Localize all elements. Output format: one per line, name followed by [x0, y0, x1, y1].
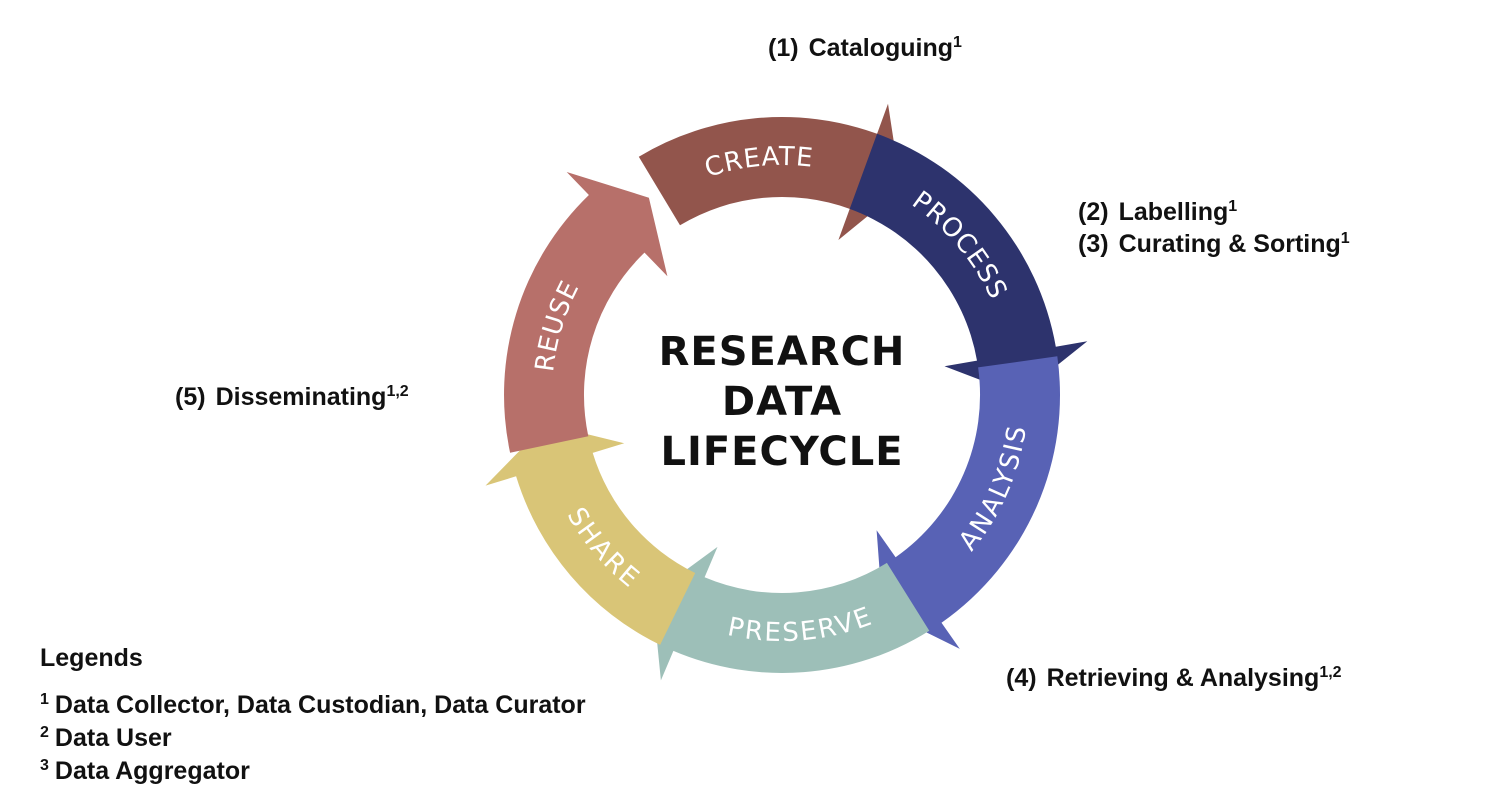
center-title-line-2: DATA [722, 379, 842, 425]
legend-text: Data User [54, 724, 172, 752]
legend-title: Legends [40, 644, 143, 672]
step-role-ref: 1 [953, 34, 962, 51]
step-retrieving-analysing: (4) Retrieving & Analysing1,2 [1006, 664, 1342, 693]
legend: Legends 1 Data Collector, Data Custodian,… [40, 644, 586, 788]
step-number: (2) [1078, 198, 1109, 226]
step-text: Disseminating [215, 383, 387, 411]
step-number: (3) [1078, 230, 1109, 258]
step-cataloguing: (1) Cataloguing1 [768, 34, 962, 63]
step-disseminating: (5) Disseminating1,2 [175, 383, 409, 412]
arrow-preserve [652, 546, 930, 681]
legend-ref: 1 [40, 691, 49, 708]
center-title-line-1: RESEARCH [659, 329, 906, 375]
arrow-reuse [504, 172, 668, 453]
legend-item-data-aggregator: 3 Data Aggregator [40, 755, 586, 788]
step-role-ref: 1,2 [1319, 664, 1342, 681]
arrow-process [849, 133, 1088, 396]
legend-text: Data Aggregator [54, 757, 250, 785]
step-role-ref: 1 [1340, 230, 1350, 247]
arrow-share [485, 424, 696, 645]
step-labelling: (2) Labelling1 [1078, 198, 1237, 227]
step-role-ref: 1 [1228, 198, 1238, 215]
legend-item-data-user: 2 Data User [40, 722, 586, 755]
step-text: Labelling [1118, 198, 1229, 226]
legend-ref: 2 [40, 724, 49, 741]
step-number: (5) [175, 383, 206, 411]
step-text: Retrieving & Analysing [1046, 664, 1320, 692]
step-number: (4) [1006, 664, 1037, 692]
step-role-ref: 1,2 [386, 383, 409, 400]
step-curating-sorting: (3) Curating & Sorting1 [1078, 230, 1350, 259]
arrow-analysis [876, 356, 1061, 649]
arrow-create [638, 103, 901, 240]
legend-ref: 3 [40, 757, 49, 774]
center-title-line-3: LIFECYCLE [660, 429, 903, 475]
step-text: Curating & Sorting [1118, 230, 1341, 258]
legend-item-data-collector: 1 Data Collector, Data Custodian, Data Cu… [40, 689, 586, 722]
step-number: (1) [768, 34, 799, 62]
step-text: Cataloguing [808, 34, 953, 62]
legend-text: Data Collector, Data Custodian, Data Cur… [54, 691, 586, 719]
